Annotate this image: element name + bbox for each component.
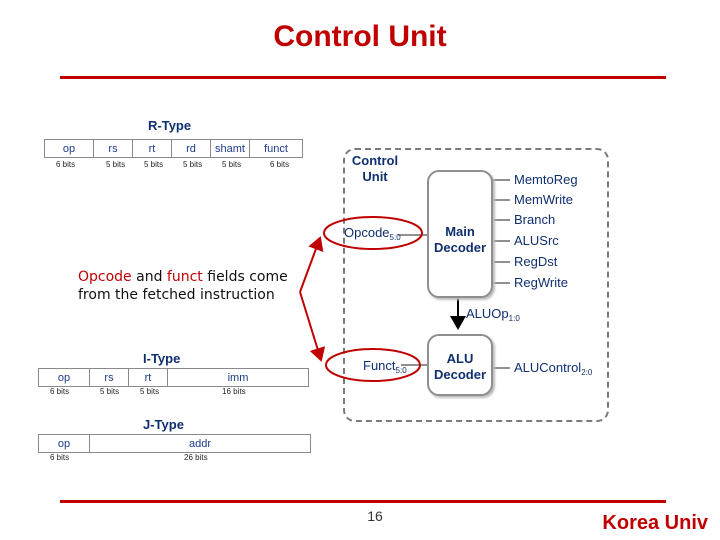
alu-decoder-label-line2: Decoder (433, 367, 487, 382)
r-bits-rt: 5 bits (144, 160, 164, 169)
pointer-to-funct (299, 291, 326, 362)
i-field-op: op (38, 368, 90, 387)
output-branch: Branch (514, 212, 556, 227)
j-bits-op: 6 bits (50, 453, 70, 462)
r-field-funct: funct (249, 139, 303, 158)
note-funct: funct (166, 269, 203, 285)
control-unit-boundary (343, 148, 609, 422)
note-and: and (131, 269, 167, 285)
output-alucontrol: ALUControl2:0 (514, 360, 592, 377)
output-alusrc: ALUSrc (514, 233, 559, 248)
alucontrol-range: 2:0 (581, 368, 593, 377)
control-unit-label-line2: Unit (362, 169, 388, 184)
funct-text: Funct (363, 358, 396, 373)
j-bits-addr: 26 bits (184, 453, 208, 462)
r-bits-rs: 5 bits (106, 160, 126, 169)
aluop-label: ALUOp1:0 (466, 306, 520, 323)
funct-highlight (325, 348, 421, 382)
i-bits-rt: 5 bits (140, 387, 160, 396)
alu-decoder-label-line1: ALU (446, 351, 474, 366)
i-type-title: I-Type (143, 351, 181, 366)
alu-decoder-block: ALU Decoder (427, 334, 493, 396)
j-type-format: op addr (38, 434, 311, 453)
i-bits-rs: 5 bits (100, 387, 120, 396)
output-memtoreg: MemtoReg (514, 172, 578, 187)
main-decoder-block: Main Decoder (427, 170, 493, 298)
funct-input-label: Funct5:0 (363, 358, 407, 375)
r-type-format: op rs rt rd shamt funct (44, 139, 303, 158)
i-bits-op: 6 bits (50, 387, 70, 396)
funct-range: 5:0 (395, 366, 407, 375)
title-underline (60, 76, 666, 79)
footer-institution: Korea Univ (602, 512, 708, 534)
output-regdst: RegDst (514, 254, 558, 269)
aluop-text: ALUOp (466, 306, 509, 321)
pointer-to-opcode (299, 236, 324, 293)
opcode-text: Opcode (344, 225, 390, 240)
opcode-input-label: Opcode5:0 (344, 225, 401, 242)
note-opcode: Opcode (78, 269, 132, 285)
note-rest: fields come from the fetched instruction (78, 269, 288, 303)
r-bits-op: 6 bits (56, 160, 76, 169)
j-type-title: J-Type (143, 417, 184, 432)
i-bits-imm: 16 bits (222, 387, 246, 396)
control-unit-label: Control Unit (349, 153, 401, 185)
opcode-range: 5:0 (389, 233, 401, 242)
output-memwrite: MemWrite (514, 192, 573, 207)
alucontrol-text: ALUControl (514, 360, 582, 375)
i-type-format: op rs rt imm (38, 368, 309, 387)
r-bits-shamt: 5 bits (222, 160, 242, 169)
main-output-wires (398, 179, 510, 369)
output-regwrite: RegWrite (514, 275, 568, 290)
page-number: 16 (367, 508, 383, 524)
r-type-title: R-Type (148, 118, 192, 133)
r-bits-rd: 5 bits (183, 160, 203, 169)
main-decoder-label-line1: Main (445, 224, 475, 239)
footer-rule (60, 500, 666, 503)
explanation-note: Opcode and funct fields come from the fe… (78, 268, 308, 304)
control-unit-label-line1: Control (351, 153, 399, 168)
aluop-range: 1:0 (508, 314, 520, 323)
main-decoder-label-line2: Decoder (433, 240, 487, 255)
r-bits-funct: 6 bits (270, 160, 290, 169)
slide-title: Control Unit (273, 20, 447, 53)
i-field-imm: imm (167, 368, 309, 387)
opcode-highlight (323, 216, 423, 250)
j-field-addr: addr (89, 434, 311, 453)
